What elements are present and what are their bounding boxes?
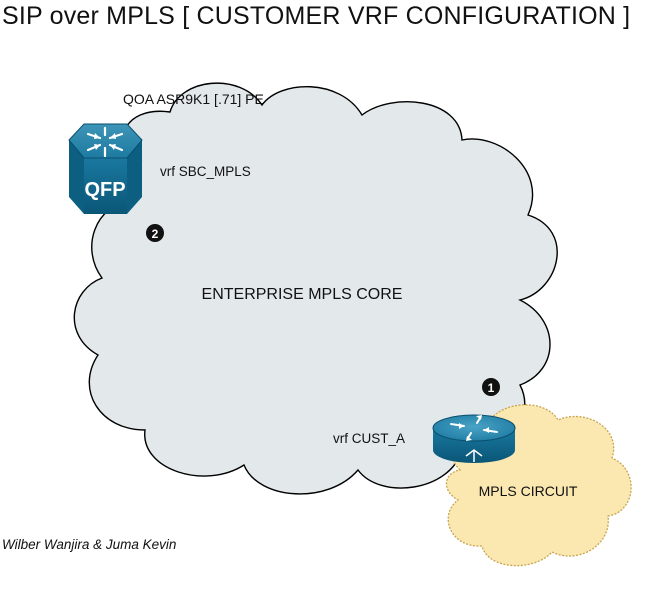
circuit-cloud-label: MPLS CIRCUIT — [479, 483, 578, 499]
step-2-number: 2 — [152, 227, 159, 241]
author-credit: Wilber Wanjira & Juma Kevin — [2, 537, 177, 552]
step-1-number: 1 — [488, 381, 495, 395]
pe-vrf-label: vrf SBC_MPLS — [160, 164, 251, 179]
ce-router: 1 vrf CUST_A — [333, 378, 516, 463]
pe-router-name: QOA ASR9K1 [.71] PE — [123, 91, 264, 107]
pe-router-icon: QFP — [68, 123, 143, 214]
ce-vrf-label: vrf CUST_A — [333, 431, 405, 446]
step-2-marker: 2 — [146, 224, 164, 242]
core-cloud-label: ENTERPRISE MPLS CORE — [202, 286, 403, 303]
page-title: SIP over MPLS [ CUSTOMER VRF CONFIGURATI… — [2, 2, 631, 30]
step-1-marker: 1 — [482, 378, 500, 396]
ce-router-icon — [432, 414, 516, 463]
qfp-chip-label: QFP — [84, 179, 125, 201]
pe-router: QOA ASR9K1 [.71] PE — [68, 91, 264, 242]
